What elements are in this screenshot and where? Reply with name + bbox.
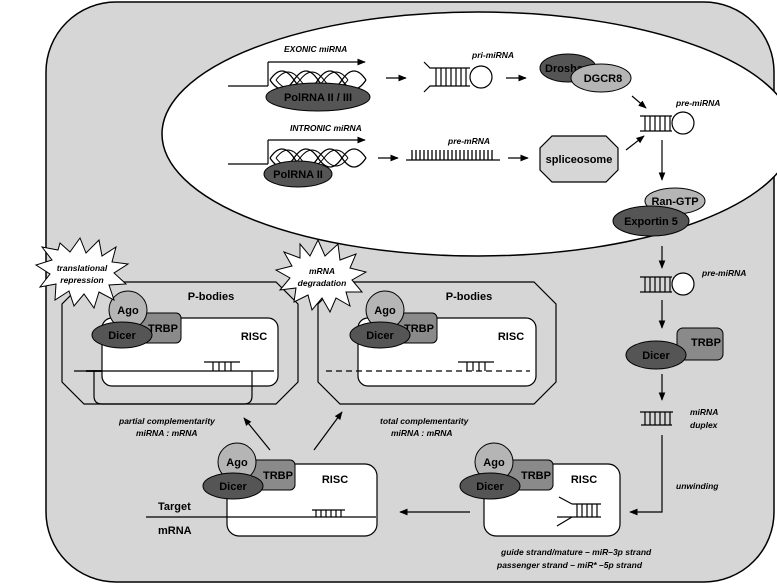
left-caption-2: miRNA : mRNA: [136, 428, 198, 438]
ago-left-label: Ago: [117, 305, 139, 317]
mirna-duplex: [640, 411, 673, 426]
spliceosome: [539, 135, 619, 183]
strand-note-1: guide strand/mature – miR–3p strand: [500, 547, 652, 557]
ago-right-pbody-label: Ago: [374, 305, 396, 317]
burst-mrna-degradation: [274, 238, 368, 314]
polrna-exonic-label: PolRNA II / III: [284, 92, 352, 104]
right-caption-1: total complementarity: [380, 416, 470, 426]
arrow-to-right-pbody: [313, 411, 343, 451]
exportin-5-label: Exportin 5: [624, 216, 678, 228]
trbp-right-label: TRBP: [691, 337, 721, 349]
guide-strand-left-pbody: [204, 361, 240, 371]
target-mrna-label: mRNA: [158, 525, 192, 537]
target-label: Target: [158, 501, 191, 513]
dgcr8-label: DGCR8: [584, 73, 623, 85]
trbp-center-label: TRBP: [263, 470, 293, 482]
intronic-mirna-label: INTRONIC miRNA: [290, 123, 362, 133]
strand-note-2: passenger strand – miR* –5p strand: [496, 560, 643, 570]
dicer-bottom-right-label: Dicer: [476, 481, 504, 493]
risc-center-label: RISC: [322, 474, 348, 486]
ran-gtp-label: Ran-GTP: [651, 196, 698, 208]
exonic-mirna-label: EXONIC miRNA: [284, 44, 347, 54]
dicer-right-pbody-label: Dicer: [366, 330, 394, 342]
p-body-right-label: P-bodies: [446, 291, 492, 303]
dicer-right-pbody: [349, 321, 411, 349]
risc-right-pbody-label: RISC: [498, 331, 524, 343]
guide-strand-right: [556, 496, 601, 527]
trbp-right: [676, 327, 724, 361]
arrow-to-left-pbody: [243, 417, 271, 451]
repression-loop: [93, 371, 253, 405]
pri-mirna-label: pri-miRNA: [471, 50, 514, 60]
spliceosome-label: spliceosome: [546, 154, 613, 166]
guide-strand-right-pbody: [458, 361, 494, 371]
trbp-left-label: TRBP: [148, 323, 178, 335]
dicer-left: [91, 321, 153, 349]
mirna-duplex-label-1: miRNA: [690, 407, 718, 417]
burst-right-line-1: mRNA: [309, 266, 335, 276]
burst-right-line-2: degradation: [298, 278, 347, 288]
dicer-right: [625, 340, 687, 370]
arrow-spliceosome-to-pre: [625, 135, 645, 151]
polrna-exonic: [265, 82, 371, 112]
arrow-unwinding: [629, 435, 663, 516]
dicer-left-label: Dicer: [108, 330, 136, 342]
guide-strand-center: [312, 509, 345, 517]
polrna-intronic: [263, 160, 333, 188]
dicer-right-label: Dicer: [642, 350, 670, 362]
right-caption-2: miRNA : mRNA: [391, 428, 453, 438]
trbp-bottom-right-label: TRBP: [521, 470, 551, 482]
pre-mirna-cytoplasm-label: pre-miRNA: [701, 268, 746, 278]
dicer-bottom-right: [459, 472, 521, 500]
left-caption-1: partial complementarity: [118, 416, 216, 426]
burst-translational-repression: [34, 236, 130, 310]
pri-mirna-hairpin: [423, 61, 493, 93]
pre-mrna-label: pre-mRNA: [447, 136, 490, 146]
trbp-right-pbody-label: TRBP: [404, 323, 434, 335]
dicer-center: [202, 472, 264, 500]
burst-left-line-2: repression: [60, 275, 103, 285]
pre-mirna-nucleus-label: pre-miRNA: [675, 98, 720, 108]
ago-center-label: Ago: [226, 457, 248, 469]
burst-left-line-1: translational: [57, 263, 108, 273]
risc-left-pbody-label: RISC: [241, 331, 267, 343]
arrow-drosha-to-pre: [631, 95, 647, 109]
polrna-intronic-label: PolRNA II: [273, 169, 323, 181]
pre-mirna-nucleus: [640, 111, 695, 135]
risc-right-label: RISC: [571, 474, 597, 486]
dicer-center-label: Dicer: [219, 481, 247, 493]
ago-bottom-right-label: Ago: [483, 457, 505, 469]
pre-mirna-cytoplasm: [640, 272, 695, 296]
pre-mrna: [406, 150, 500, 161]
dgcr8: [570, 63, 632, 93]
mirna-duplex-label-2: duplex: [690, 420, 719, 430]
exportin-5: [612, 205, 690, 237]
p-body-left-label: P-bodies: [188, 291, 234, 303]
unwinding-label: unwinding: [676, 481, 719, 491]
